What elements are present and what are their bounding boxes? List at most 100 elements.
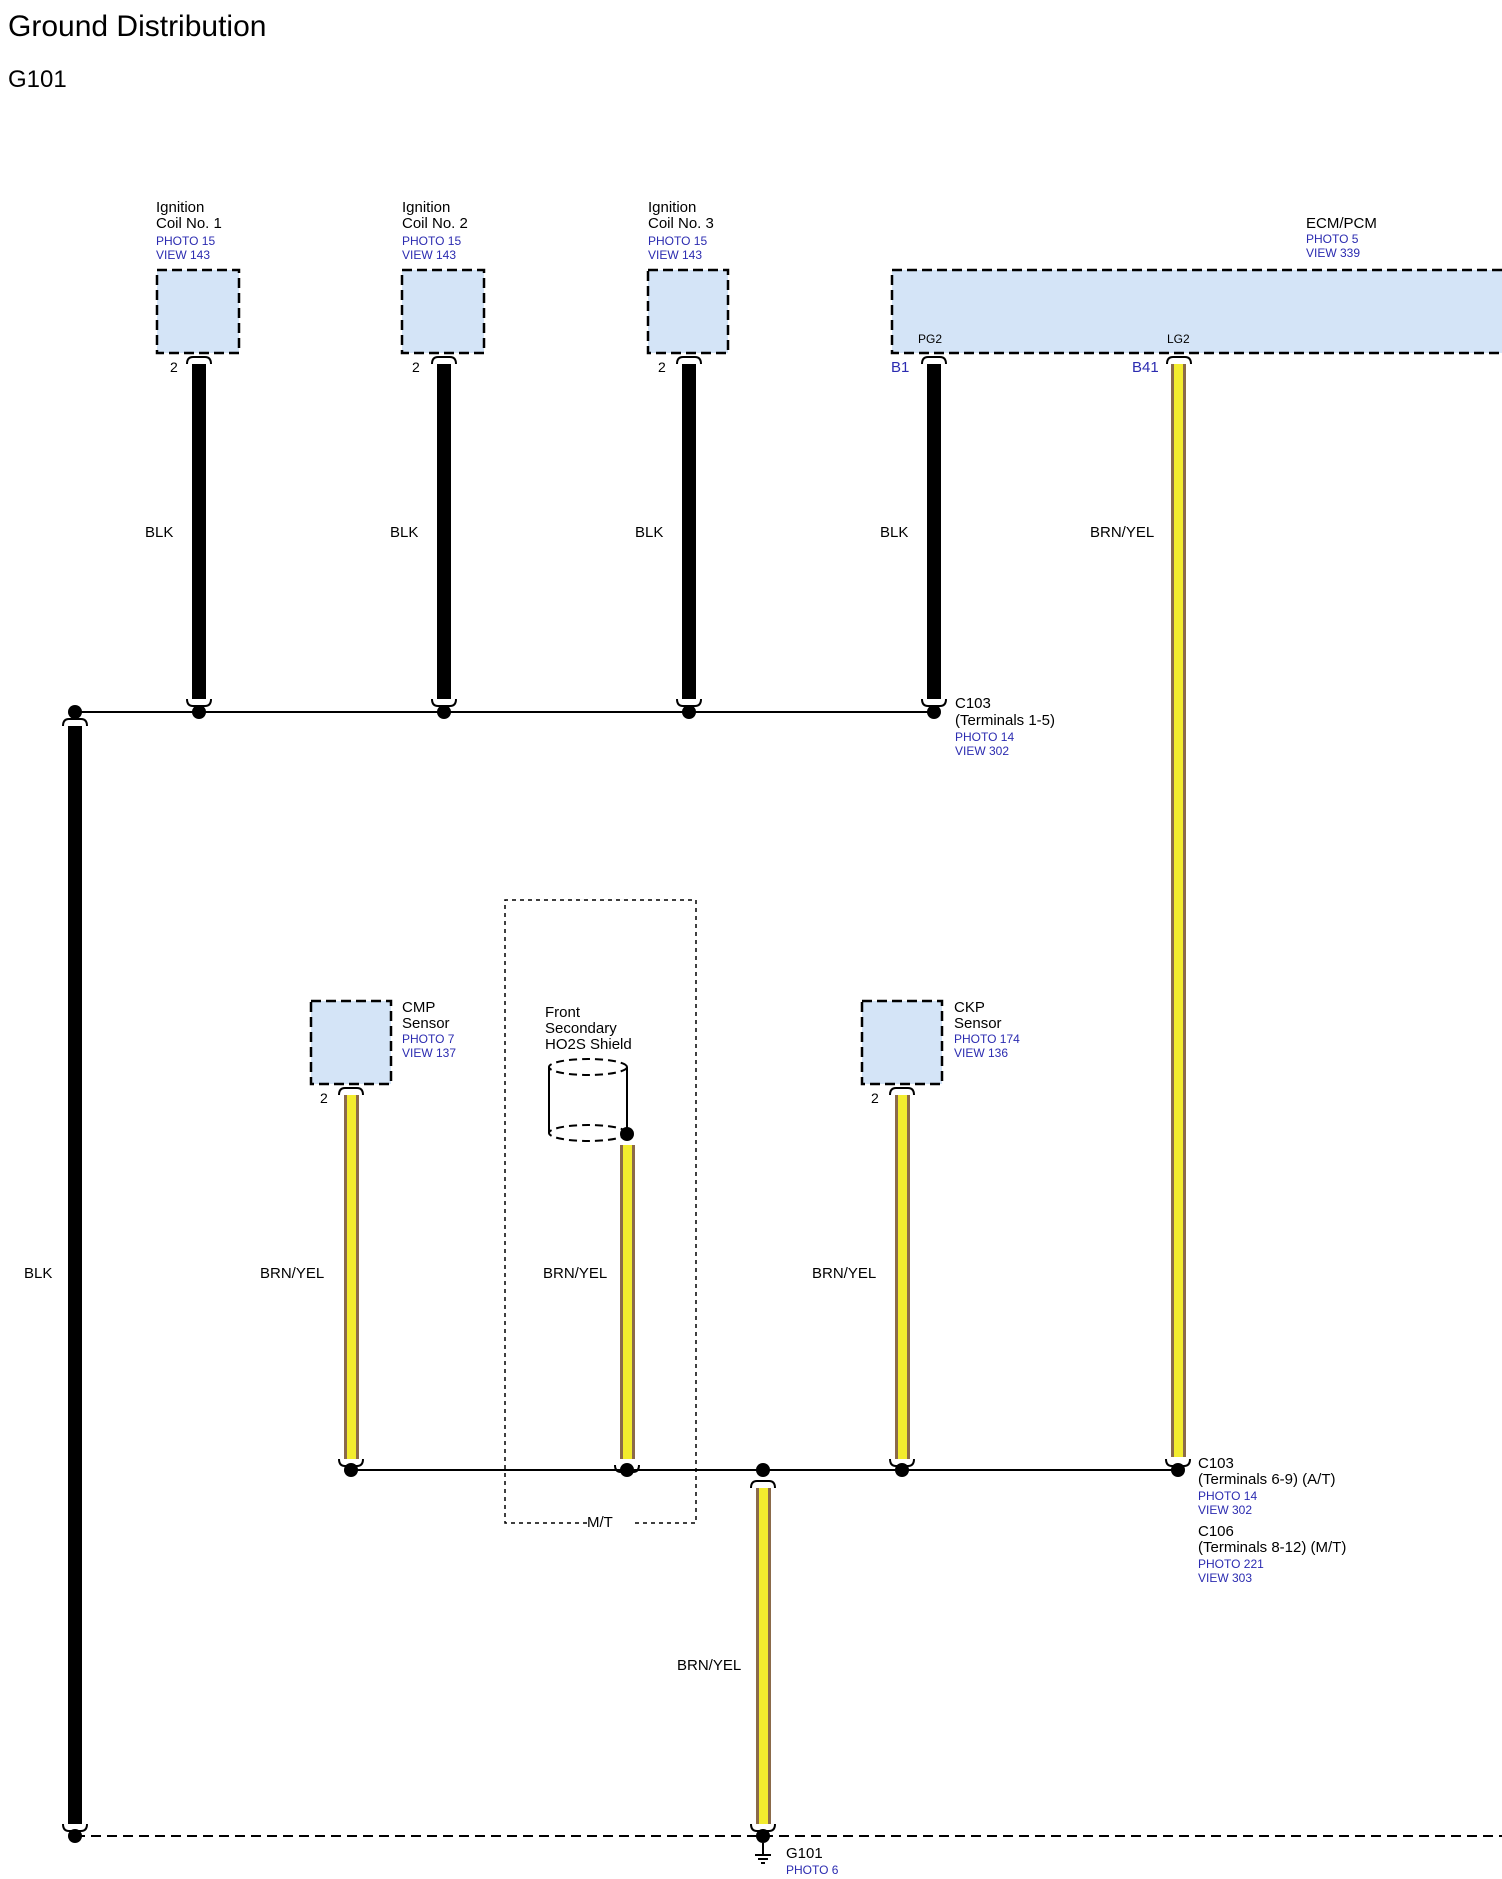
wire-label-ckp: BRN/YEL xyxy=(812,1265,876,1282)
wire-label-ecm-b1: BLK xyxy=(880,524,908,541)
ignition-coil-1[interactable]: Ignition Coil No. 1 PHOTO 15 VIEW 143 2 xyxy=(155,199,241,375)
cmp-box xyxy=(309,999,393,1086)
c106-name: C106 xyxy=(1198,1523,1234,1540)
coil3-pin: 2 xyxy=(658,359,666,375)
wire-ecm-b1 xyxy=(927,364,941,699)
wire-label-ecm-b41: BRN/YEL xyxy=(1090,524,1154,541)
shield-icon xyxy=(548,1058,628,1142)
ckp-photo-ref[interactable]: PHOTO 174 xyxy=(954,1032,1020,1046)
c106-detail: (Terminals 8-12) (M/T) xyxy=(1198,1539,1346,1556)
ho2s-shield[interactable]: Front Secondary HO2S Shield xyxy=(545,1004,634,1142)
cmp-name-line1: CMP xyxy=(402,999,435,1016)
cmp-pin: 2 xyxy=(320,1090,328,1106)
connector-c103-top[interactable]: C103 (Terminals 1-5) PHOTO 14 VIEW 302 xyxy=(955,695,1055,758)
cmp-view-ref[interactable]: VIEW 137 xyxy=(402,1046,456,1060)
c103-top-detail: (Terminals 1-5) xyxy=(955,712,1055,729)
wire-label-cmp: BRN/YEL xyxy=(260,1265,324,1282)
coil1-view-ref[interactable]: VIEW 143 xyxy=(156,248,210,262)
ecm-pcm[interactable]: ECM/PCM PHOTO 5 VIEW 339 PG2 LG2 B1 B41 xyxy=(890,215,1502,376)
left-trunk-cap-top xyxy=(62,718,88,727)
ground-bus-node-left xyxy=(68,1829,82,1843)
ecm-photo-ref[interactable]: PHOTO 5 xyxy=(1306,232,1359,246)
middle-pin-caps xyxy=(338,1087,1191,1473)
coil1-box xyxy=(155,268,241,355)
coil3-view-ref[interactable]: VIEW 143 xyxy=(648,248,702,262)
coil2-box xyxy=(400,268,486,355)
wire-coil2 xyxy=(437,364,451,699)
wire-label-ho2s: BRN/YEL xyxy=(543,1265,607,1282)
wire-coil3 xyxy=(682,364,696,699)
top-pin-caps xyxy=(186,356,1192,365)
ckp-name-line1: CKP xyxy=(954,999,985,1016)
coil1-photo-ref[interactable]: PHOTO 15 xyxy=(156,234,215,248)
wire-label-coil1: BLK xyxy=(145,524,173,541)
wire-ho2s[interactable] xyxy=(620,1145,635,1459)
coil1-pin: 2 xyxy=(170,359,178,375)
mt-option-label: M/T xyxy=(587,1514,613,1531)
c103-bottom-detail: (Terminals 6-9) (A/T) xyxy=(1198,1471,1336,1488)
coil2-name-line1: Ignition xyxy=(402,199,450,216)
ho2s-shield-node xyxy=(620,1127,634,1141)
coil3-photo-ref[interactable]: PHOTO 15 xyxy=(648,234,707,248)
cmp-sensor[interactable]: CMP Sensor PHOTO 7 VIEW 137 2 xyxy=(309,999,456,1106)
c103-bottom-view-ref[interactable]: VIEW 302 xyxy=(1198,1503,1252,1517)
coil3-name-line1: Ignition xyxy=(648,199,696,216)
cmp-name-line2: Sensor xyxy=(402,1015,450,1032)
c106-view-ref[interactable]: VIEW 303 xyxy=(1198,1571,1252,1585)
connector-c103-bottom[interactable]: C103 (Terminals 6-9) (A/T) PHOTO 14 VIEW… xyxy=(1198,1455,1336,1517)
ckp-pin: 2 xyxy=(871,1090,879,1106)
c103-top-caps xyxy=(186,698,947,707)
ignition-coil-3[interactable]: Ignition Coil No. 3 PHOTO 15 VIEW 143 2 xyxy=(646,199,730,375)
coil2-pin: 2 xyxy=(412,359,420,375)
c103-bottom-name: C103 xyxy=(1198,1455,1234,1472)
page-title: Ground Distribution xyxy=(8,10,266,43)
wire-cmp[interactable] xyxy=(344,1095,359,1459)
ckp-view-ref[interactable]: VIEW 136 xyxy=(954,1046,1008,1060)
wire-ckp[interactable] xyxy=(895,1095,910,1459)
wire-label-coil3: BLK xyxy=(635,524,663,541)
wire-ground[interactable] xyxy=(756,1488,771,1824)
ecm-view-ref[interactable]: VIEW 339 xyxy=(1306,246,1360,260)
ground-icon xyxy=(755,1843,771,1864)
c103-top-name: C103 xyxy=(955,695,991,712)
cmp-photo-ref[interactable]: PHOTO 7 xyxy=(402,1032,455,1046)
mt-option-box: M/T xyxy=(504,899,697,1531)
ho2s-name-line1: Front xyxy=(545,1004,581,1021)
ignition-coil-2[interactable]: Ignition Coil No. 2 PHOTO 15 VIEW 143 2 xyxy=(400,199,486,375)
coil3-name-line2: Coil No. 3 xyxy=(648,215,714,232)
ecm-box-outline xyxy=(890,268,1502,355)
ground-g101[interactable]: G101 PHOTO 6 xyxy=(786,1845,839,1877)
ckp-name-line2: Sensor xyxy=(954,1015,1002,1032)
wire-left-trunk[interactable] xyxy=(68,726,82,1824)
c103-top-view-ref[interactable]: VIEW 302 xyxy=(955,744,1009,758)
ho2s-name-line3: HO2S Shield xyxy=(545,1036,632,1053)
ground-wire-cap-top xyxy=(750,1480,776,1489)
top-blk-wires[interactable] xyxy=(192,364,941,699)
coil3-box xyxy=(646,268,730,355)
ckp-sensor[interactable]: CKP Sensor PHOTO 174 VIEW 136 2 xyxy=(860,999,1020,1106)
ecm-terminal-b1: B1 xyxy=(891,359,909,376)
coil2-view-ref[interactable]: VIEW 143 xyxy=(402,248,456,262)
wire-label-left-trunk: BLK xyxy=(24,1265,52,1282)
top-bus-nodes xyxy=(68,705,941,719)
ground-bus-node-g101 xyxy=(756,1829,770,1843)
c103-top-photo-ref[interactable]: PHOTO 14 xyxy=(955,730,1014,744)
c103-bottom-photo-ref[interactable]: PHOTO 14 xyxy=(1198,1489,1257,1503)
ho2s-name-line2: Secondary xyxy=(545,1020,617,1037)
wire-ecm-b41[interactable] xyxy=(1171,364,1186,1457)
wire-coil1 xyxy=(192,364,206,699)
g101-name: G101 xyxy=(786,1845,823,1862)
ecm-pin-lg2: LG2 xyxy=(1167,332,1190,346)
c106-photo-ref[interactable]: PHOTO 221 xyxy=(1198,1557,1264,1571)
coil2-photo-ref[interactable]: PHOTO 15 xyxy=(402,234,461,248)
wire-label-ground: BRN/YEL xyxy=(677,1657,741,1674)
wire-label-coil2: BLK xyxy=(390,524,418,541)
ecm-name: ECM/PCM xyxy=(1306,215,1377,232)
connector-c106[interactable]: C106 (Terminals 8-12) (M/T) PHOTO 221 VI… xyxy=(1198,1523,1346,1585)
ckp-box xyxy=(860,999,944,1086)
coil1-name-line2: Coil No. 1 xyxy=(156,215,222,232)
ecm-terminal-b41: B41 xyxy=(1132,359,1159,376)
coil1-name-line1: Ignition xyxy=(156,199,204,216)
g101-photo-ref[interactable]: PHOTO 6 xyxy=(786,1863,839,1877)
